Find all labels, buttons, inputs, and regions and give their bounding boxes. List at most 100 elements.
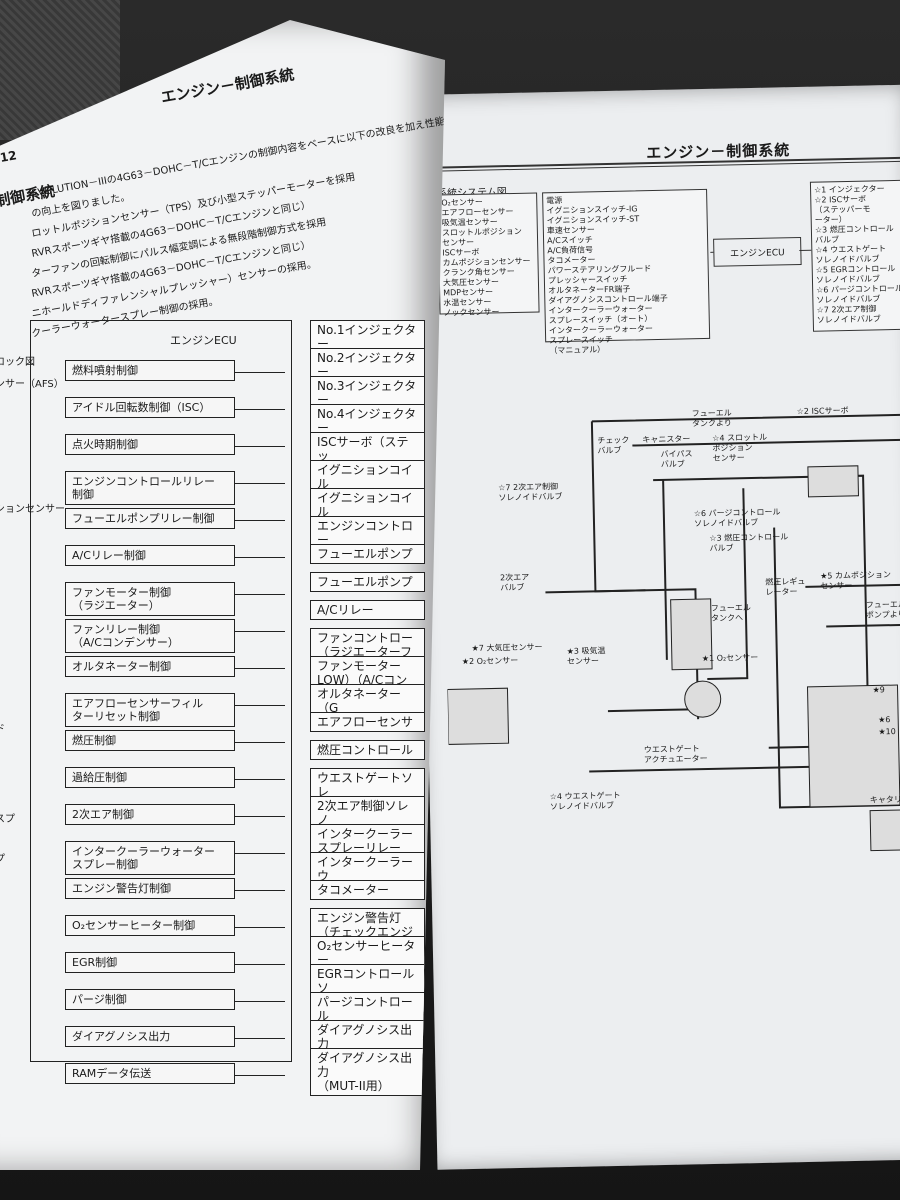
- label-bypass-valve: バイパス バルブ: [660, 449, 693, 469]
- connector-line: [235, 742, 285, 743]
- connector-line: [235, 853, 285, 854]
- label-fuel-tank-to: フューエル タンクへ: [710, 603, 751, 623]
- label-catalyst: キャタリ: [869, 794, 900, 805]
- input-label: ンサー（AFS）: [0, 379, 64, 390]
- control-block: フューエルポンプリレー制御: [65, 508, 235, 529]
- actuator-item: ソレノイドバルブ: [816, 314, 881, 325]
- sensor-item: ノックセンサー: [443, 307, 500, 318]
- label-baro-sensor: ★7 大気圧センサー: [471, 642, 543, 653]
- right-page: エンジン－制御系統 系統システム図 O₂センサーエアフローセンサー吸気温センサー…: [415, 84, 900, 1170]
- control-block: O₂センサーヒーター制御: [65, 915, 235, 936]
- connector-line: [235, 1001, 285, 1002]
- connector-line: [235, 631, 285, 632]
- label-o2-sensor-1: ★1 O₂センサー: [701, 652, 759, 664]
- label-fuel-pump-from: フューエル ポンプより: [865, 599, 900, 620]
- output-block: フューエルポンプ: [310, 572, 425, 592]
- control-block: 点火時期制御: [65, 434, 235, 455]
- control-block: EGR制御: [65, 952, 235, 973]
- connector-line: [235, 483, 285, 484]
- control-block: アイドル回転数制御（ISC）: [65, 397, 235, 418]
- label-secondary-air-solenoid: ☆7 2次エア制御 ソレノイドバルブ: [498, 482, 563, 503]
- label-regulator: 燃圧レギュ レーター: [765, 576, 806, 597]
- label-canister: キャニスター: [642, 434, 691, 445]
- ecu-frame: [30, 320, 292, 1062]
- connector-line: [235, 668, 285, 669]
- output-block: A/Cリレー: [310, 600, 425, 620]
- page-code: -12: [0, 148, 18, 166]
- output-block: タコメーター: [310, 880, 425, 900]
- turbo: [684, 680, 722, 718]
- output-box: ☆1 インジェクター☆2 ISCサーボ（ステッパーモーター）☆3 燃圧コントロー…: [809, 179, 900, 332]
- control-block: エンジンコントロールリレー 制御: [65, 471, 235, 505]
- sensor-item: スロットルポジション: [441, 226, 522, 238]
- control-block: RAMデータ伝送: [65, 1063, 235, 1084]
- control-block: オルタネーター制御: [65, 656, 235, 677]
- arrow-from-ecu: [799, 249, 812, 251]
- label-o2-sensor-2: ★2 O₂センサー: [461, 655, 519, 667]
- output-block: 燃圧コントロール: [310, 740, 425, 760]
- control-block: インタークーラーウォーター スプレー制御: [65, 841, 235, 875]
- control-block: ファンモーター制御 （ラジエーター）: [65, 582, 235, 616]
- label-fuel-pressure-valve: ☆3 燃圧コントロール バルブ: [709, 532, 789, 553]
- connector-line: [235, 557, 285, 558]
- input-label: プ: [0, 850, 5, 865]
- label-cam-sensor: ★5 カムポジション センサー: [820, 570, 892, 591]
- output-block: フューエルポンプ: [310, 544, 425, 564]
- output-block: エアフローセンサ: [310, 712, 425, 732]
- engine-block: [806, 684, 900, 808]
- connector-line: [235, 1038, 285, 1039]
- input-label: スプ: [0, 814, 15, 825]
- label-check-valve: チェック バルブ: [597, 435, 630, 456]
- connector-line: [235, 520, 285, 521]
- input-label: ションセンサー: [0, 504, 65, 515]
- control-block: パージ制御: [65, 989, 235, 1010]
- left-page: エンジン－制御系統 -12 制御系統 EVOLUTION－IIIの4G63－DO…: [0, 20, 445, 1170]
- control-block: 2次エア制御: [65, 804, 235, 825]
- connector-line: [235, 927, 285, 928]
- actuator-item: ☆3 燃圧コントロール: [814, 224, 894, 235]
- control-block: エンジン警告灯制御: [65, 878, 235, 899]
- throttle-body: [807, 465, 860, 498]
- control-block: A/Cリレー制御: [65, 545, 235, 566]
- connector-line: [235, 372, 285, 373]
- control-block: 燃圧制御: [65, 730, 235, 751]
- input-label: ド: [0, 720, 5, 735]
- connector-line: [235, 964, 285, 965]
- air-cleaner: [446, 687, 510, 745]
- label-fuel-tank-from: フューエル タンクより: [691, 408, 732, 429]
- ecu-block: エンジンECU: [713, 236, 802, 267]
- ecu-title: エンジンECU: [170, 334, 237, 347]
- output-block: ダイアグノシス出力 （MUT-II用）: [310, 1048, 425, 1096]
- connector-line: [235, 705, 285, 706]
- connector-line: [235, 446, 285, 447]
- block-diagram-label: ロック図: [0, 357, 35, 368]
- connector-line: [235, 779, 285, 780]
- label-star-6: ★6: [878, 715, 891, 725]
- control-block: 過給圧制御: [65, 767, 235, 788]
- label-isc-servo: ☆2 ISCサーボ: [796, 405, 849, 417]
- connector-line: [235, 890, 285, 891]
- signal-item: （マニュアル）: [549, 345, 606, 356]
- label-star-9: ★9: [872, 685, 885, 695]
- connector-line: [235, 1075, 285, 1076]
- label-throttle-sensor: ☆4 スロットル ポジション センサー: [712, 432, 768, 463]
- control-block: エアフローセンサーフィル ターリセット制御: [65, 693, 235, 727]
- engine-system-diagram: [446, 413, 900, 852]
- connector-line: [235, 409, 285, 410]
- control-block: ダイアグノシス出力: [65, 1026, 235, 1047]
- connector-line: [235, 816, 285, 817]
- label-secondary-air-valve: 2次エア バルブ: [500, 572, 530, 593]
- label-star-10: ★10: [878, 727, 896, 737]
- intercooler-core: [670, 598, 713, 671]
- label-wastegate-actuator: ウエストゲート アクチュエーター: [643, 744, 708, 765]
- control-block: ファンリレー制御 （A/Cコンデンサー）: [65, 619, 235, 653]
- label-intake-temp: ★3 吸気温 センサー: [566, 646, 606, 666]
- catalyst-box: [869, 808, 900, 852]
- control-block: 燃料噴射制御: [65, 360, 235, 381]
- label-wastegate-solenoid: ☆4 ウエストゲート ソレノイドバルブ: [549, 790, 621, 812]
- label-purge-solenoid: ☆6 パージコントロール ソレノイドバルブ: [693, 507, 781, 529]
- left-page-title: エンジン－制御系統: [159, 65, 296, 107]
- connector-line: [235, 594, 285, 595]
